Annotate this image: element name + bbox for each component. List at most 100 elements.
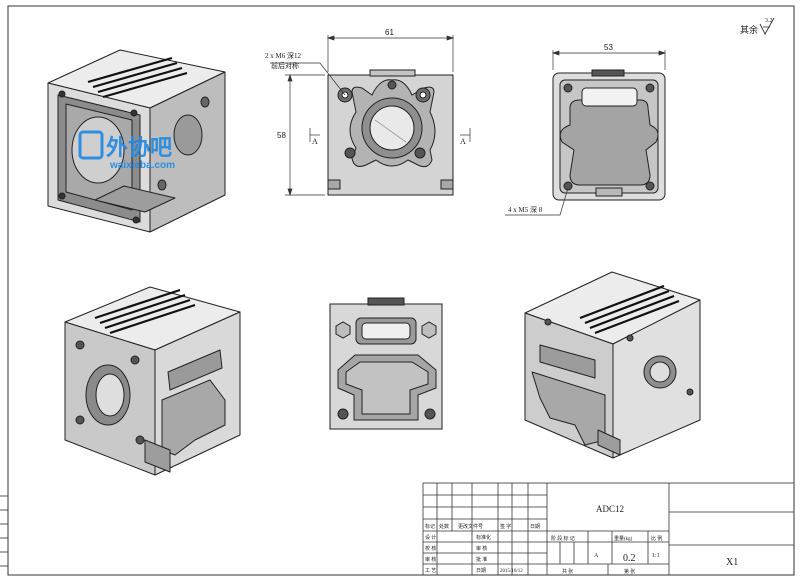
front-lug-hole-right [414, 147, 426, 159]
front-bottom-notch-left [327, 179, 341, 190]
iso2-hole-4 [135, 435, 145, 445]
isometric-view-bottom-left [64, 286, 241, 476]
iso1-corner-hole-3 [58, 192, 66, 200]
sheet-border [7, 5, 795, 576]
iso3-top-hole [544, 318, 552, 326]
front-height-dim: 58 [277, 131, 286, 140]
side-hole-note: 4 x M5 深 8 [508, 205, 543, 214]
title-block [422, 482, 795, 576]
tb-label-check: 校 核 [425, 545, 436, 552]
roughness-symbol-icon [759, 17, 775, 35]
tb-stage-header: 阶 段 标 记 [551, 535, 575, 542]
surface-roughness-note: 其余 3.2 [740, 17, 775, 35]
tb-date-label: 日期 [476, 568, 486, 574]
front-top-rib [369, 69, 416, 77]
tb-rev-mark: 标记 [425, 523, 435, 530]
rear-corner-hole-2 [424, 408, 436, 420]
iso2-hole-1 [75, 340, 85, 350]
front-hole-note-line1: 2 x M6 深12 [265, 51, 301, 60]
side-m5-hole-4 [645, 181, 655, 191]
rear-connector-inner [361, 322, 411, 340]
tb-rev-sign: 签 字 [500, 523, 511, 530]
tb-stage-value: A [594, 553, 599, 559]
tb-rev-docno: 更改文件号 [458, 523, 483, 530]
watermark-url: waixieba.com [109, 160, 175, 171]
tb-drawing-no: X1 [726, 557, 738, 568]
front-bottom-notch-right [440, 179, 454, 190]
side-m5-hole-1 [563, 83, 573, 93]
front-lug-hole-left [344, 147, 356, 159]
section-label-left: A [312, 137, 318, 146]
iso1-side-hole [173, 114, 203, 156]
iso2-bore-inner [95, 373, 125, 417]
iso3-front-cutout [531, 371, 606, 446]
tb-sheet-total: 共 张 [562, 568, 573, 575]
iso2-bottom-notch [144, 439, 171, 473]
side-view [552, 69, 666, 201]
rear-view [329, 297, 443, 430]
iso1-top-fins [87, 56, 188, 99]
tb-scale-header: 比 例 [651, 535, 662, 542]
iso3-side-hole-1 [626, 334, 634, 342]
iso1-corner-hole-1 [58, 90, 66, 98]
rear-corner-hole-1 [337, 408, 349, 420]
iso3-side-bore-inner [649, 361, 671, 383]
iso1-corner-hole-2 [130, 109, 138, 117]
tb-sheet-no: 第 张 [624, 568, 635, 575]
front-lug-hole-top [387, 80, 397, 90]
tb-label-audit: 审 核 [425, 556, 436, 563]
rear-hex-right [421, 321, 437, 339]
tb-material: ADC12 [596, 504, 624, 514]
side-view-dimensions [505, 50, 667, 216]
rear-top-fins [367, 297, 405, 306]
iso1-small-hole-2 [157, 179, 167, 191]
side-bottom-tab [595, 187, 623, 197]
iso3-side-hole-2 [686, 388, 694, 396]
tb-rev-count: 处数 [439, 523, 449, 530]
rear-hex-left [335, 321, 351, 339]
front-bore-inner [369, 105, 415, 151]
tb-date-value: 2015/10/12 [500, 569, 523, 574]
front-hole-note-line2: 前后对称 [271, 61, 299, 70]
iso2-top-fins [94, 288, 196, 335]
side-m5-hole-3 [563, 181, 573, 191]
iso2-hole-3 [75, 415, 85, 425]
side-width-dim: 53 [604, 43, 613, 52]
watermark-logo-icon [78, 130, 104, 160]
tb-rev-date: 日期 [530, 524, 540, 530]
watermark-cn: 外协吧 [106, 135, 172, 160]
iso3-bottom-notch [597, 429, 621, 456]
front-width-dim: 61 [385, 28, 394, 37]
iso2-connector-slot [167, 349, 223, 391]
isometric-view-bottom-right [524, 271, 701, 459]
front-view-dimensions [270, 35, 471, 197]
title-block-text: 标记 处数 更改文件号 签 字 日期 设 计 校 核 审 核 工 艺 标准化 审… [425, 504, 738, 575]
surface-note-text: 其余 [740, 24, 758, 35]
side-cavity [559, 99, 659, 186]
tb-label-design: 设 计 [425, 534, 436, 541]
iso3-connector-slot [539, 344, 596, 379]
left-margin-ticks [0, 495, 8, 567]
tb-review-label: 审 核 [476, 545, 487, 552]
surface-roughness-value: 3.2 [765, 18, 773, 24]
side-m5-hole-2 [645, 83, 655, 93]
tb-label-process: 工 艺 [425, 568, 436, 574]
watermark: 外协吧 waixieba.com [78, 130, 175, 171]
iso1-corner-hole-4 [132, 216, 140, 224]
side-connector-cutout [581, 87, 638, 107]
rear-cavity-inner [345, 361, 429, 415]
tb-approve-label: 批 准 [476, 556, 487, 563]
iso1-small-hole-1 [200, 96, 210, 108]
iso3-top-fins [579, 284, 680, 335]
iso1-bottom-slot [94, 185, 176, 213]
side-top-fins [591, 69, 625, 77]
iso2-hole-2 [130, 355, 140, 365]
front-m6-hole-right-core [419, 91, 427, 99]
front-bore-facet [374, 119, 407, 143]
section-label-right: A [460, 137, 466, 146]
tb-weight-header: 重量(kg) [614, 535, 633, 542]
tb-scale-value: 1:1 [652, 553, 660, 559]
tb-standard-label: 标准化 [476, 534, 491, 541]
front-view [327, 69, 454, 196]
